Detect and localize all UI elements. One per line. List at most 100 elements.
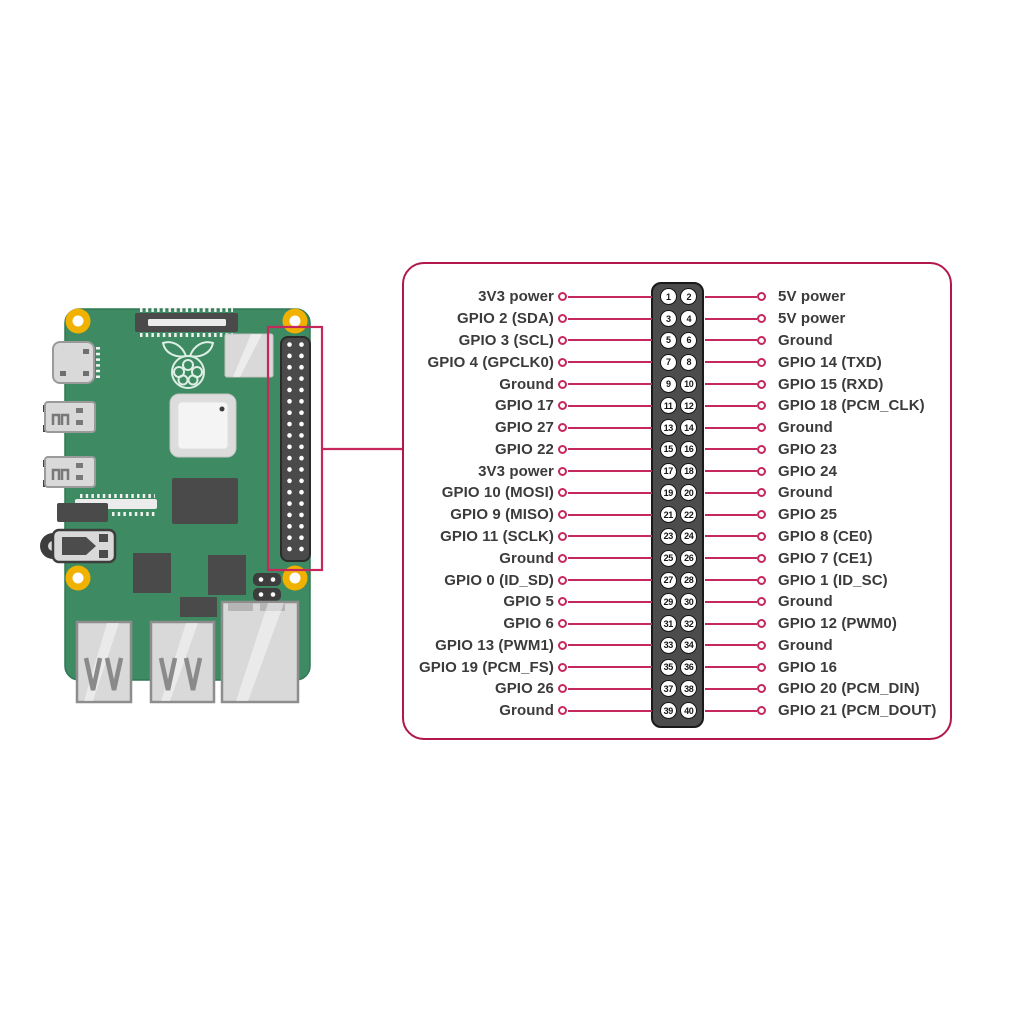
right-connector-line <box>705 286 768 308</box>
pin-left-label: GPIO 26 <box>494 680 554 698</box>
pin-pair: 39 40 <box>652 702 705 720</box>
pin-row: GPIO 0 (ID_SD) 27 28 GPIO 1 (ID_SC) <box>404 569 950 591</box>
pin-number-even: 34 <box>680 636 698 654</box>
pin-pair: 37 38 <box>652 680 705 698</box>
usb-a-ports <box>75 620 216 704</box>
right-connector-line <box>705 308 768 330</box>
pin-number-odd: 35 <box>659 658 677 676</box>
pin-pair: 1 2 <box>652 288 705 306</box>
pin-number-even: 32 <box>680 615 698 633</box>
pinout-panel: 3V3 power 1 2 5V power GPIO 2 (SDA) 3 4 … <box>402 262 952 740</box>
pin-number-even: 30 <box>680 593 698 611</box>
pin-number-odd: 13 <box>659 419 677 437</box>
camera-connector <box>135 308 238 337</box>
right-connector-line <box>705 569 768 591</box>
pin-right-label: GPIO 1 (ID_SC) <box>778 571 888 589</box>
pin-number-odd: 31 <box>659 615 677 633</box>
right-connector-line <box>705 438 768 460</box>
raspberry-pi-board <box>40 308 311 704</box>
pin-right-label: Ground <box>778 593 833 611</box>
pin-right-label: GPIO 14 (TXD) <box>778 353 882 371</box>
pin-number-even: 22 <box>680 506 698 524</box>
right-connector-line <box>705 656 768 678</box>
pin-right-label: GPIO 21 (PCM_DOUT) <box>778 702 937 720</box>
board-gpio-header <box>280 336 311 562</box>
pin-row: GPIO 22 15 16 GPIO 23 <box>404 438 950 460</box>
right-connector-line <box>705 613 768 635</box>
left-connector-line <box>554 591 652 613</box>
pin-pair: 13 14 <box>652 419 705 437</box>
pin-number-even: 8 <box>680 353 698 371</box>
right-connector-line <box>705 373 768 395</box>
right-connector-line <box>705 700 768 722</box>
pin-row: GPIO 11 (SCLK) 23 24 GPIO 8 (CE0) <box>404 526 950 548</box>
pin-number-even: 10 <box>680 375 698 393</box>
pin-left-label: GPIO 0 (ID_SD) <box>444 571 554 589</box>
pin-row: GPIO 10 (MOSI) 19 20 Ground <box>404 482 950 504</box>
pin-pair: 3 4 <box>652 310 705 328</box>
pin-number-odd: 37 <box>659 680 677 698</box>
right-connector-line <box>705 460 768 482</box>
pin-pair: 9 10 <box>652 375 705 393</box>
pin-pair: 31 32 <box>652 615 705 633</box>
left-connector-line <box>554 395 652 417</box>
pin-pair: 7 8 <box>652 353 705 371</box>
pin-right-label: GPIO 16 <box>778 658 838 676</box>
right-connector-line <box>705 526 768 548</box>
pin-number-even: 4 <box>680 310 698 328</box>
pin-row: GPIO 26 37 38 GPIO 20 (PCM_DIN) <box>404 678 950 700</box>
pin-row: GPIO 6 31 32 GPIO 12 (PWM0) <box>404 613 950 635</box>
pin-number-even: 6 <box>680 331 698 349</box>
pin-right-label: Ground <box>778 419 833 437</box>
pin-number-odd: 17 <box>659 462 677 480</box>
pin-left-label: GPIO 10 (MOSI) <box>441 484 554 502</box>
pin-left-label: GPIO 2 (SDA) <box>456 310 554 328</box>
left-connector-line <box>554 678 652 700</box>
pin-row: GPIO 19 (PCM_FS) 35 36 GPIO 16 <box>404 656 950 678</box>
pin-pair: 15 16 <box>652 440 705 458</box>
right-connector-line <box>705 351 768 373</box>
left-connector-line <box>554 417 652 439</box>
pin-left-label: GPIO 13 (PWM1) <box>435 636 554 654</box>
pin-number-odd: 1 <box>659 288 677 306</box>
left-connector-line <box>554 351 652 373</box>
pin-row: GPIO 3 (SCL) 5 6 Ground <box>404 330 950 352</box>
pin-number-even: 38 <box>680 680 698 698</box>
wireless-module <box>224 333 274 378</box>
right-connector-line <box>705 504 768 526</box>
left-connector-line <box>554 700 652 722</box>
usb-c-port <box>52 341 100 384</box>
pin-left-label: GPIO 11 (SCLK) <box>440 527 554 545</box>
pin-rows: 3V3 power 1 2 5V power GPIO 2 (SDA) 3 4 … <box>404 286 950 722</box>
left-connector-line <box>554 613 652 635</box>
pin-right-label: Ground <box>778 484 833 502</box>
pin-number-odd: 33 <box>659 636 677 654</box>
pin-number-odd: 5 <box>659 331 677 349</box>
right-connector-line <box>705 330 768 352</box>
pin-number-even: 20 <box>680 484 698 502</box>
pin-number-odd: 15 <box>659 440 677 458</box>
pin-pair: 25 26 <box>652 549 705 567</box>
pin-number-even: 24 <box>680 527 698 545</box>
pin-left-label: Ground <box>499 549 554 567</box>
pin-right-label: GPIO 24 <box>778 462 838 480</box>
pin-left-label: GPIO 19 (PCM_FS) <box>419 658 554 676</box>
pin-pair: 33 34 <box>652 636 705 654</box>
gpio-highlight-callout <box>266 325 403 572</box>
right-connector-line <box>705 417 768 439</box>
chip-b <box>208 555 246 595</box>
pin-left-label: Ground <box>499 702 554 720</box>
audio-jack <box>40 528 117 564</box>
pin-right-label: GPIO 18 (PCM_CLK) <box>778 397 925 415</box>
right-connector-line <box>705 482 768 504</box>
micro-hdmi-port-1 <box>43 456 96 488</box>
pin-right-label: GPIO 20 (PCM_DIN) <box>778 680 920 698</box>
chip-a <box>133 553 171 593</box>
left-connector-line <box>554 656 652 678</box>
left-connector-line <box>554 286 652 308</box>
pin-row: Ground 25 26 GPIO 7 (CE1) <box>404 547 950 569</box>
pin-right-label: Ground <box>778 331 833 349</box>
right-connector-line <box>705 395 768 417</box>
pin-number-odd: 39 <box>659 702 677 720</box>
